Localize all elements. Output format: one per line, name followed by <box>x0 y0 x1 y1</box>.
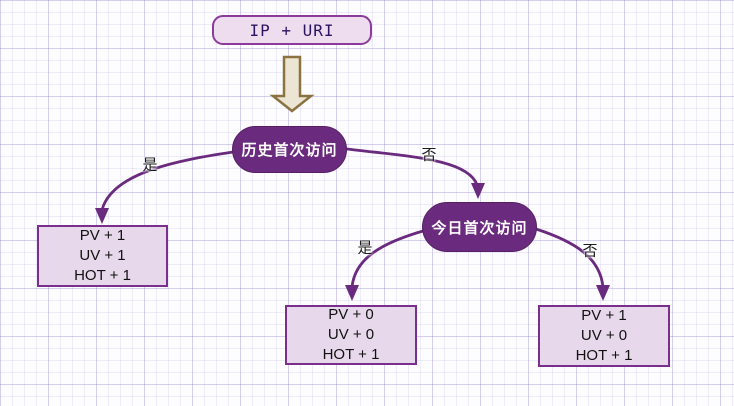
start-node-ip-uri[interactable]: IP + URI <box>212 15 372 45</box>
edge-label-d1-yes: 是 <box>142 156 158 174</box>
result-right-line-1: PV + 1 <box>581 307 627 324</box>
edge-d2-yes[interactable] <box>350 229 425 289</box>
result-right-line-2: UV + 0 <box>580 327 628 344</box>
result-middle-line-3: HOT + 1 <box>322 346 380 363</box>
edge-d1-no-arrowhead <box>471 183 485 199</box>
edge-d2-no-arrowhead <box>596 285 610 301</box>
result-middle-line-2: UV + 0 <box>327 326 375 343</box>
edge-label-d2-yes: 是 <box>357 239 373 257</box>
down-block-arrow[interactable] <box>269 55 315 113</box>
edge-label-d1-no: 否 <box>421 146 437 164</box>
start-node-label: IP + URI <box>249 20 335 40</box>
decision-first-visit-ever[interactable]: 历史首次访问 <box>232 126 347 173</box>
decision-first-visit-today[interactable]: 今日首次访问 <box>422 202 537 252</box>
result-box-right[interactable]: PV + 1 UV + 0 HOT + 1 <box>538 305 670 367</box>
edge-d2-yes-arrowhead <box>345 285 359 301</box>
result-right-line-3: HOT + 1 <box>575 347 633 364</box>
edge-d1-yes[interactable] <box>100 150 235 212</box>
edge-d1-no[interactable] <box>345 147 479 187</box>
edge-d2-no[interactable] <box>534 227 605 289</box>
result-middle-line-1: PV + 0 <box>328 306 374 323</box>
decision-first-visit-ever-label: 历史首次访问 <box>241 142 338 159</box>
edge-d1-yes-arrowhead <box>95 208 109 224</box>
result-left-line-2: UV + 1 <box>79 247 126 264</box>
edge-label-d2-no: 否 <box>582 242 598 260</box>
result-box-left[interactable]: PV + 1 UV + 1 HOT + 1 <box>37 225 168 287</box>
result-box-middle[interactable]: PV + 0 UV + 0 HOT + 1 <box>285 305 417 365</box>
decision-first-visit-today-label: 今日首次访问 <box>431 219 528 237</box>
result-left-line-3: HOT + 1 <box>74 267 131 284</box>
result-left-line-1: PV + 1 <box>79 227 126 244</box>
